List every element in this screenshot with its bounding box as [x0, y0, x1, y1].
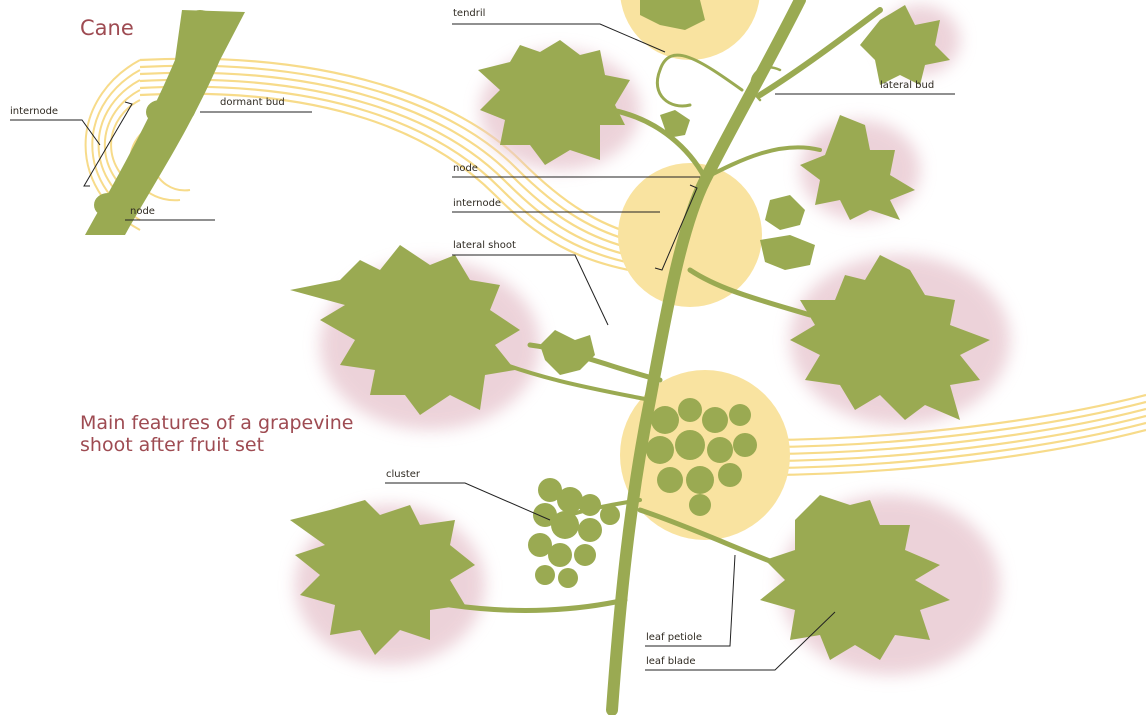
label-dormant-bud: dormant bud: [220, 97, 285, 109]
main-title: Main features of a grapevine shoot after…: [80, 412, 370, 456]
leaf-lateral-small: [540, 330, 595, 375]
label-node: node: [453, 163, 478, 175]
cane-title: Cane: [80, 16, 134, 40]
label-tendril: tendril: [453, 8, 485, 20]
label-internode: internode: [453, 198, 501, 210]
label-lateral-shoot: lateral shoot: [453, 240, 516, 252]
vine-leaves: [290, 0, 990, 660]
label-internode-cane: internode: [10, 106, 58, 118]
label-leaf-petiole: leaf petiole: [646, 632, 702, 644]
grape-cluster-left: [528, 478, 620, 588]
label-leaf-blade: leaf blade: [646, 656, 696, 668]
label-node-cane: node: [130, 206, 155, 218]
label-lateral-bud: lateral bud: [880, 80, 934, 92]
leaf-small-mid: [765, 195, 805, 230]
leaf-small-mid2: [760, 235, 815, 270]
label-cluster: cluster: [386, 469, 420, 481]
